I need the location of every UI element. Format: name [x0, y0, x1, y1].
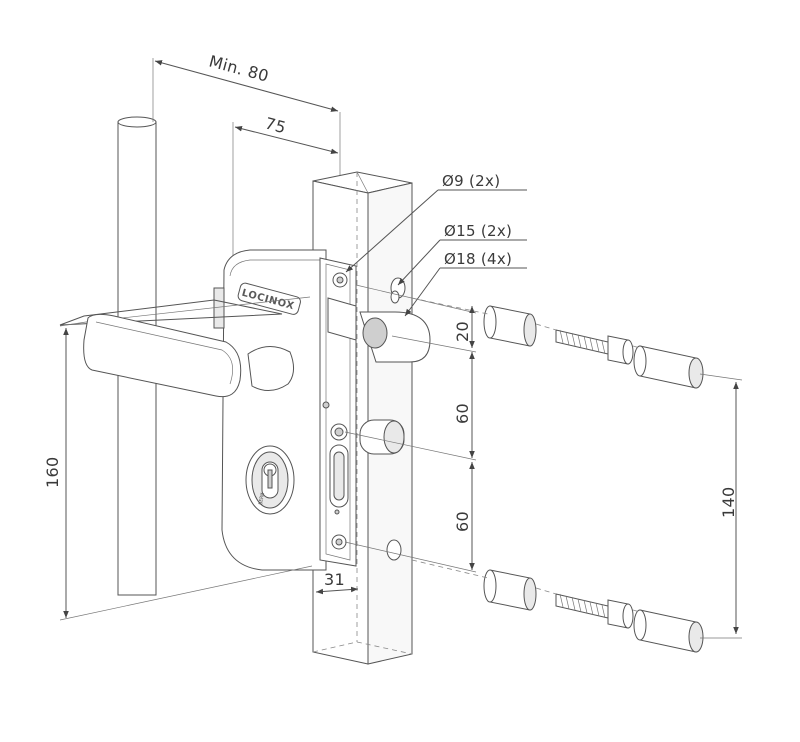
spacer-sleeve-bottom	[483, 569, 537, 611]
dimension-75: 75	[232, 114, 339, 260]
callout-hole-18-label: Ø18 (4x)	[444, 250, 512, 268]
spacer-sleeve-top	[483, 305, 537, 347]
dimension-160: 160	[43, 321, 313, 621]
key-cylinder: BERM	[245, 445, 295, 515]
dimension-min-80-label: Min. 80	[207, 52, 271, 86]
bolt-screw-bottom	[555, 593, 634, 629]
dimension-31: 31	[315, 570, 359, 595]
callout-hole-9-label: Ø9 (2x)	[442, 172, 500, 190]
dimension-60-lower-label: 60	[453, 511, 472, 532]
fasteners-top	[411, 297, 704, 389]
dimension-140: 140	[699, 373, 743, 639]
callout-hole-15-label: Ø15 (2x)	[444, 222, 512, 240]
dimension-spacing: 20 60 60	[344, 284, 477, 573]
cap-nut-bottom	[633, 609, 704, 653]
lever-handle	[59, 296, 311, 398]
dimension-160-label: 160	[43, 457, 62, 488]
dimension-20-label: 20	[453, 321, 472, 342]
cylinder-mark: BERM	[258, 492, 266, 505]
dimension-140-label: 140	[719, 487, 738, 518]
lock-body: LOCINOX BERM	[213, 249, 431, 571]
dimension-min-80: Min. 80	[152, 52, 341, 178]
dimension-75-label: 75	[263, 114, 288, 138]
cap-nut-top	[633, 345, 704, 389]
brand-logo-plate	[237, 282, 301, 315]
bolt-screw-top	[555, 329, 634, 365]
hole-callouts: Ø9 (2x) Ø15 (2x) Ø18 (4x)	[345, 172, 527, 317]
dimension-31-label: 31	[324, 570, 345, 589]
fasteners-bottom	[411, 559, 704, 653]
dimension-60-upper-label: 60	[453, 403, 472, 424]
